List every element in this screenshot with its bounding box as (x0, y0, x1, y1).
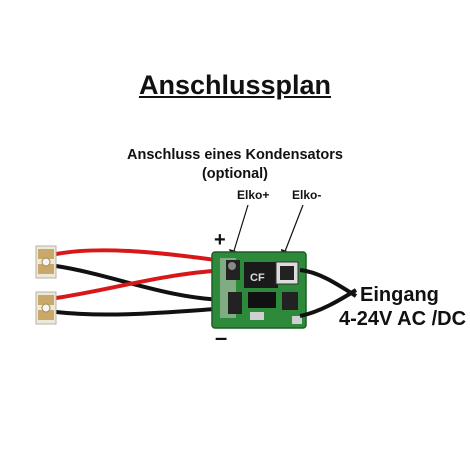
plus-polarity-label: + (214, 229, 226, 251)
elko-plus-arrow (229, 204, 249, 258)
input-label: Eingang (360, 284, 439, 306)
elko-minus-arrow (281, 204, 304, 258)
chip-marking: CF (250, 272, 265, 284)
led-top (35, 245, 57, 279)
elko-plus-label: Elko+ (237, 188, 270, 202)
led-bottom-red-wire (55, 268, 231, 300)
led-bottom (35, 291, 57, 325)
capacitor-heading: Anschluss eines Kondensators (127, 147, 343, 163)
minus-polarity-label: – (215, 325, 228, 350)
capacitor-optional-note: (optional) (201, 166, 269, 182)
input-voltage-label: 4-24V AC /DC (339, 308, 467, 330)
led-top-black-wire (55, 264, 231, 302)
page-title: Anschlussplan (138, 70, 332, 100)
led-bottom-black-wire (55, 306, 231, 317)
led-top-red-wire (55, 248, 231, 264)
input-black-wire-top (299, 268, 358, 298)
elko-minus-label: Elko- (292, 188, 322, 202)
pcb-board (211, 251, 307, 329)
input-black-wire-bottom (299, 288, 358, 318)
